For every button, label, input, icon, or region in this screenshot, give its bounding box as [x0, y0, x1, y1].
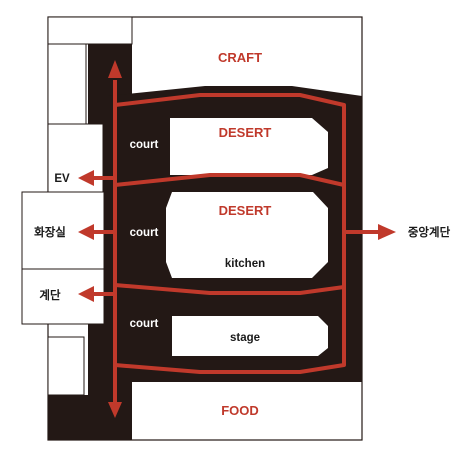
circulation-path: [114, 93, 346, 374]
exit-label-restroom: 화장실: [34, 225, 66, 239]
annex-top: [47, 16, 133, 45]
zone-label-desert-middle: DESERT: [219, 203, 272, 218]
room-middle: [166, 192, 328, 278]
central-stairs-arrow-head-icon: [378, 224, 396, 240]
zone-label-desert-upper: DESERT: [219, 125, 272, 140]
restroom-arrow-head-icon: [78, 224, 94, 240]
stairs-arrow-head-icon: [78, 286, 94, 302]
ev-arrow-head-icon: [78, 170, 94, 186]
annex-lower-left: [47, 336, 85, 396]
room-lower: [172, 316, 328, 356]
arrow-up-icon: [108, 60, 122, 78]
zone-label-stage: stage: [230, 332, 260, 344]
zone-label-craft: CRAFT: [218, 50, 262, 65]
room-upper: [170, 118, 328, 175]
annex-upper-left: [47, 43, 87, 125]
court-label-3: court: [130, 318, 159, 330]
exit-label-stairs: 계단: [39, 288, 61, 302]
exit-label-ev: EV: [54, 173, 70, 185]
corridor-base: [48, 395, 132, 440]
arrow-down-icon: [108, 402, 122, 418]
zone-label-food: FOOD: [221, 403, 259, 418]
court-label-2: court: [130, 227, 159, 239]
court-label-1: court: [130, 139, 159, 151]
zone-label-kitchen: kitchen: [225, 258, 265, 270]
exit-label-central-stairs: 중앙계단: [408, 225, 451, 239]
